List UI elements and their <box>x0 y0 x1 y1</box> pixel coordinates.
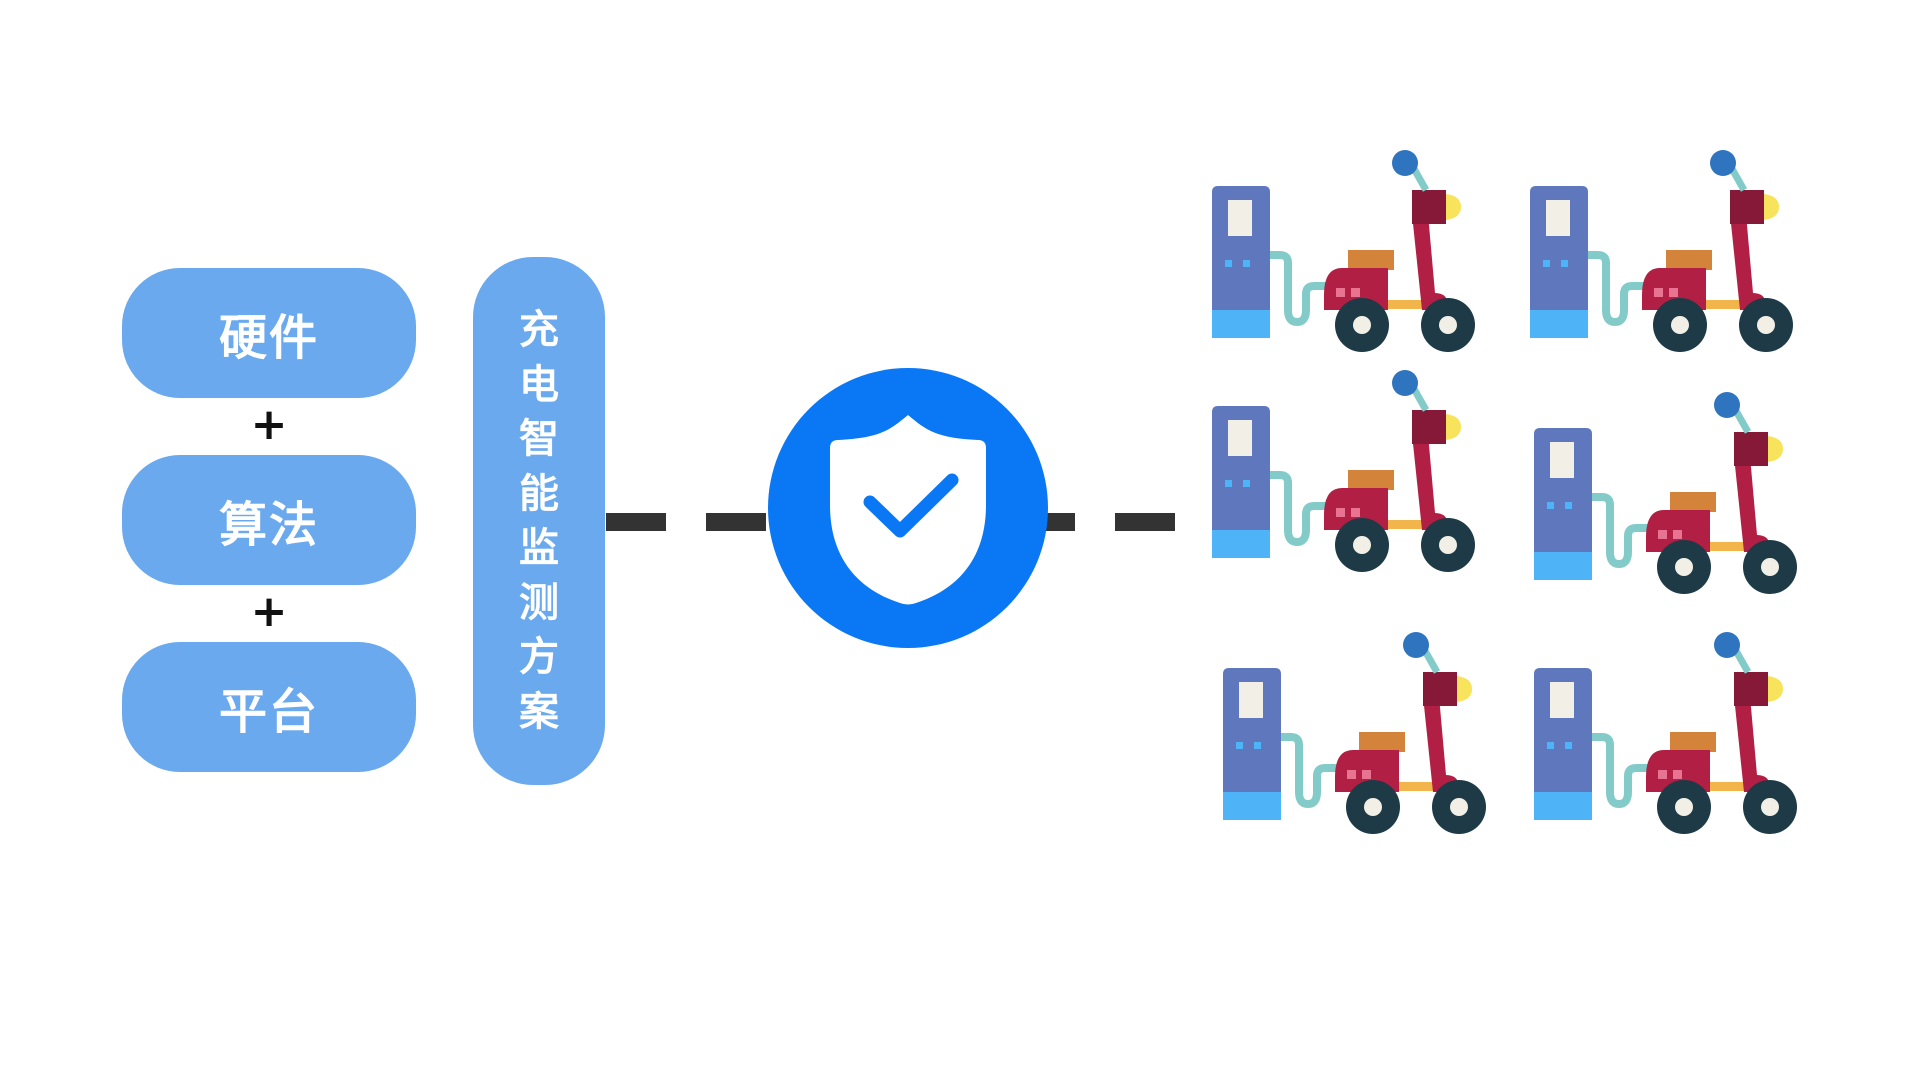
connector-dash <box>1045 513 1075 531</box>
scooter-charging-icon <box>1219 632 1499 852</box>
scooter-charging-icon <box>1530 632 1810 852</box>
module-hardware: 硬件 <box>122 268 416 398</box>
solution-title-char: 智 <box>519 416 559 462</box>
connector-dash <box>606 513 666 531</box>
shield-check-icon <box>768 368 1048 648</box>
solution-title-char: 测 <box>519 579 559 626</box>
module-algorithm: 算法 <box>122 455 416 585</box>
scooter-charging-icon <box>1208 370 1488 590</box>
solution-title-char: 电 <box>519 361 559 408</box>
dashed-connector-left <box>606 513 766 531</box>
solution-title-char: 充 <box>519 307 559 353</box>
plus-sign: + <box>250 586 288 637</box>
solution-title-char: 能 <box>519 470 559 517</box>
plus-sign: + <box>250 399 288 450</box>
connector-dash <box>706 513 766 531</box>
module-hardware-label: 硬件 <box>218 310 319 366</box>
solution-title-char: 监 <box>519 525 559 571</box>
solution-title-char: 案 <box>519 688 559 735</box>
dashed-connector-right <box>1045 513 1175 531</box>
module-platform: 平台 <box>122 642 416 772</box>
check-mark <box>863 473 959 538</box>
module-platform-label: 平台 <box>218 684 319 740</box>
solution-title-pill: 充 电 智 能 监 测 方 案 <box>473 257 605 785</box>
scooter-charging-icon <box>1208 150 1488 370</box>
module-algorithm-label: 算法 <box>218 497 319 553</box>
scooter-charging-icon <box>1530 392 1810 612</box>
shield-shape <box>830 415 986 605</box>
scooter-charging-icon <box>1526 150 1806 370</box>
connector-dash <box>1115 513 1175 531</box>
solution-title-char: 方 <box>519 634 559 680</box>
